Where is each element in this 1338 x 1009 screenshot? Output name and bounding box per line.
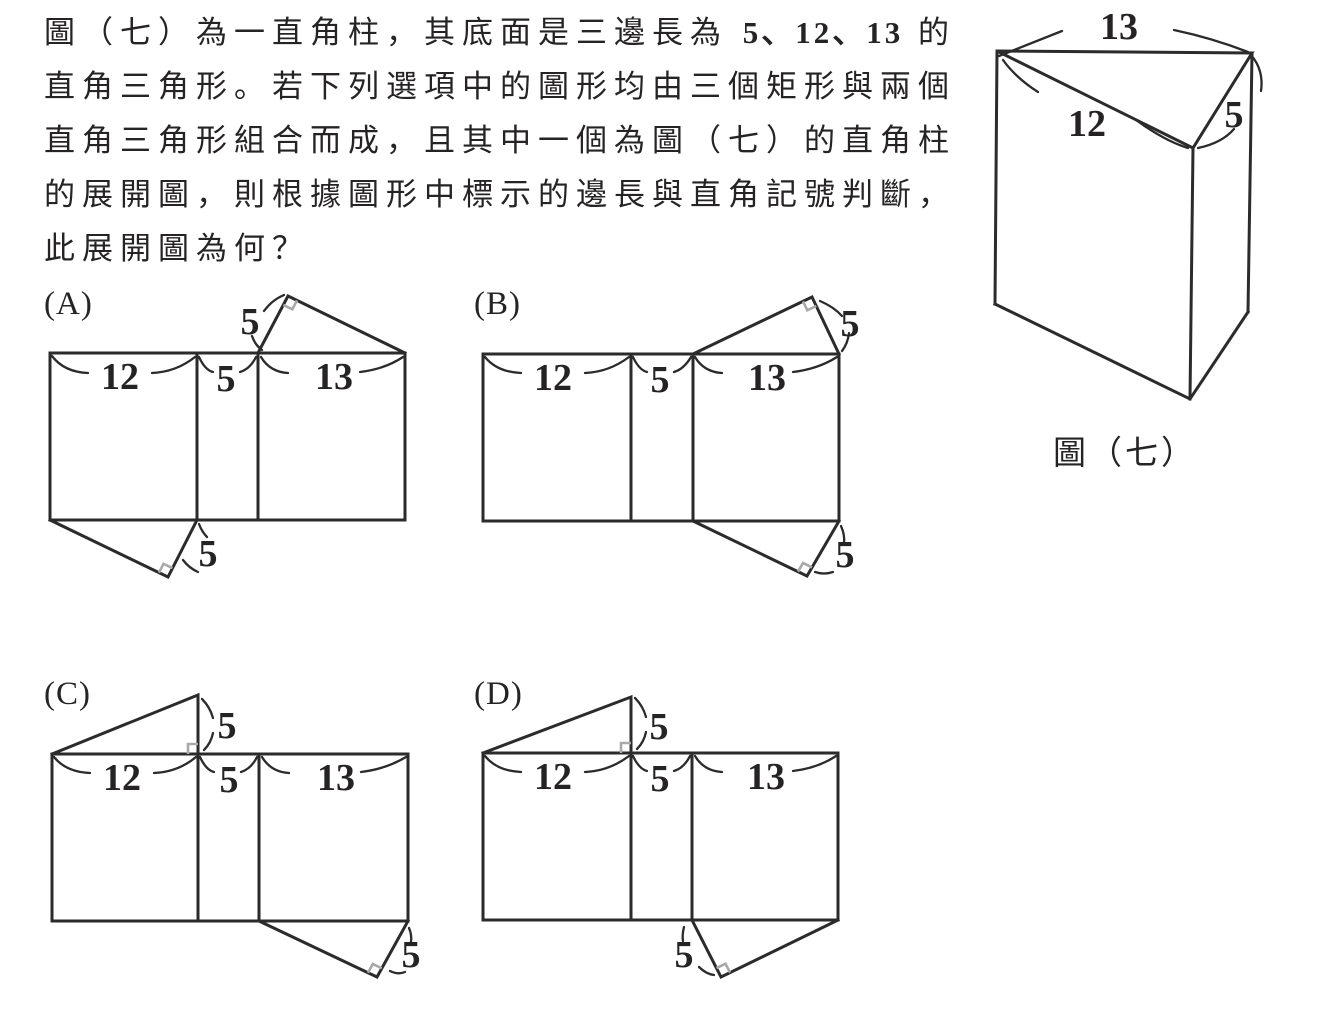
net-b-label-5-top: 5 xyxy=(841,303,860,345)
net-a-label-13: 13 xyxy=(315,356,353,398)
net-c-rectangle xyxy=(50,752,410,923)
net-d-label-5-bottom: 5 xyxy=(675,934,694,976)
question-line: 直角三角形組合而成，且其中一個為圖（七）的直角柱 xyxy=(44,114,984,168)
net-b-top-triangle xyxy=(690,294,841,357)
net-b-rectangle xyxy=(481,352,841,523)
net-c-label-5-bottom: 5 xyxy=(402,934,421,976)
prism-edge-front xyxy=(1188,146,1195,401)
prism-label-12: 12 xyxy=(1068,103,1106,145)
question-line: 直角三角形。若下列選項中的圖形均由三個矩形與兩個 xyxy=(44,60,984,114)
question-line: 此展開圖為何？ xyxy=(44,222,984,276)
net-a-label-5-mid: 5 xyxy=(217,358,236,400)
net-d-dim-arc-top5 xyxy=(633,696,648,751)
net-b-label-5-mid: 5 xyxy=(651,359,670,401)
net-a-dim-arc-top5 xyxy=(250,293,286,352)
net-b-right-angle-bottom xyxy=(796,561,813,573)
prism-edge-right xyxy=(1246,51,1254,314)
dim-arc-13-left xyxy=(997,29,1064,58)
net-c-label-12: 12 xyxy=(103,757,141,799)
option-label-a: (A) xyxy=(44,286,93,322)
net-b-bottom-triangle xyxy=(690,518,842,578)
net-a-dim-arc-bottom5 xyxy=(181,522,209,574)
net-d-label-5-top: 5 xyxy=(650,706,669,748)
net-option-c: 12 5 13 5 5 xyxy=(50,692,421,979)
net-b-dim-arc-top5 xyxy=(818,299,851,353)
net-c-label-13: 13 xyxy=(317,757,355,799)
net-option-d: 12 5 13 5 5 xyxy=(481,694,841,979)
net-a-label-5-bottom: 5 xyxy=(199,533,218,575)
question-side-lengths: 5、12、13 xyxy=(742,15,904,50)
net-d-bottom-triangle xyxy=(689,917,841,979)
net-option-a: 12 5 13 5 5 xyxy=(47,293,408,579)
question-line: 圖（七）為一直角柱，其底面是三邊長為 5、12、13 的 xyxy=(44,6,984,60)
net-option-b: 12 5 13 5 5 xyxy=(481,294,860,578)
figure7-prism: 13 12 5 xyxy=(992,6,1263,401)
net-b-right-angle-top xyxy=(801,300,817,313)
prism-label-13: 13 xyxy=(1100,6,1138,48)
net-c-top-triangle xyxy=(50,692,200,756)
figure7-caption: 圖（七） xyxy=(1053,436,1197,472)
question-text: 圖（七）為一直角柱，其底面是三邊長為 5、12、13 的 直角三角形。若下列選項… xyxy=(44,6,984,276)
net-d-right-angle-bottom xyxy=(715,961,732,974)
question-line-text: 此展開圖為何？ xyxy=(44,231,310,266)
net-c-right-angle-top xyxy=(186,742,198,754)
option-label-b: (B) xyxy=(474,286,521,322)
net-c-label-5-top: 5 xyxy=(218,705,237,747)
net-d-dim-arcs xyxy=(483,754,838,774)
net-a-right-angle-bottom xyxy=(157,562,174,574)
net-c-label-5-mid: 5 xyxy=(220,759,239,801)
net-b-dim-arcs xyxy=(483,355,839,375)
net-c-dim-arc-top5 xyxy=(200,697,215,752)
net-d-label-12: 12 xyxy=(534,756,572,798)
net-c-right-angle-bottom xyxy=(366,962,383,974)
option-label-d: (D) xyxy=(474,676,523,712)
net-d-label-5-mid: 5 xyxy=(651,758,670,800)
question-line-text: 的展開圖，則根據圖形中標示的邊長與直角記號判斷， xyxy=(44,177,956,212)
net-d-right-angle-top xyxy=(619,741,631,753)
question-line-text: 圖（七）為一直角柱，其底面是三邊長為 xyxy=(44,15,743,50)
dim-arc-5-upper xyxy=(1249,53,1263,93)
net-a-label-12: 12 xyxy=(101,356,139,398)
dim-arc-13-right xyxy=(1172,28,1250,54)
prism-bottom-edges xyxy=(992,301,1251,401)
question-line: 的展開圖，則根據圖形中標示的邊長與直角記號判斷， xyxy=(44,168,984,222)
prism-top-face xyxy=(996,49,1255,150)
net-a-dim-arcs xyxy=(50,354,405,375)
net-b-dim-arc-bottom5 xyxy=(813,524,846,575)
prism-label-5: 5 xyxy=(1225,94,1244,136)
net-c-bottom-triangle xyxy=(257,918,411,979)
prism-edge-left xyxy=(993,49,999,306)
net-d-label-13: 13 xyxy=(747,756,785,798)
net-b-label-13: 13 xyxy=(748,357,786,399)
option-label-c: (C) xyxy=(44,676,91,712)
question-line-text: 直角三角形。若下列選項中的圖形均由三個矩形與兩個 xyxy=(44,69,956,104)
net-c-dim-arcs xyxy=(52,755,408,775)
net-d-top-triangle xyxy=(481,694,633,755)
net-a-label-5-top: 5 xyxy=(241,301,260,343)
dim-arc-5-lower xyxy=(1196,127,1236,150)
net-b-label-12: 12 xyxy=(534,357,572,399)
net-a-top-triangle xyxy=(255,294,408,356)
net-a-right-angle-top xyxy=(282,299,299,312)
question-line-text: 的 xyxy=(903,15,956,50)
net-b-label-5-bottom: 5 xyxy=(836,534,855,576)
net-d-dim-arc-bottom5 xyxy=(681,925,716,977)
net-d-rectangle xyxy=(481,751,840,922)
question-line-text: 直角三角形組合而成，且其中一個為圖（七）的直角柱 xyxy=(44,123,956,158)
dim-arc-12-left xyxy=(1001,58,1040,94)
net-a-bottom-triangle xyxy=(47,517,200,579)
net-c-dim-arc-bottom5 xyxy=(388,926,413,975)
dim-arc-12-right xyxy=(1134,118,1190,150)
net-a-rectangle xyxy=(48,351,407,522)
